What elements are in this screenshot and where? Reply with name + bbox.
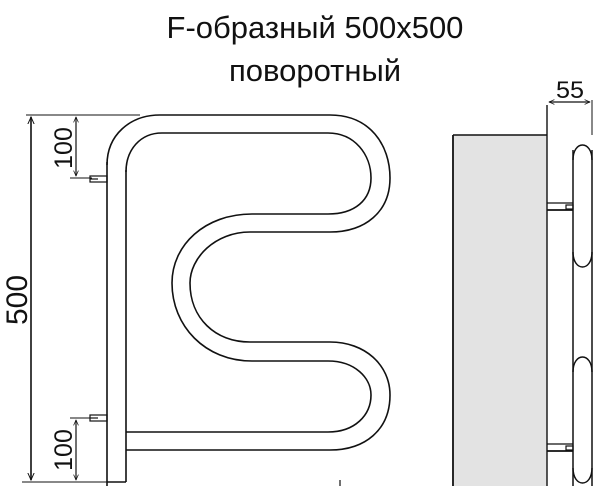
- dimension-label-500: 500: [1, 275, 34, 325]
- side-pipe: [572, 144, 593, 486]
- vertical-post: [106, 162, 127, 486]
- side-mount-bottom: [547, 443, 574, 452]
- top-mount-bracket: [89, 175, 108, 183]
- side-view: 55: [452, 77, 593, 486]
- dimension-label-top-100: 100: [50, 127, 78, 169]
- front-view: [89, 114, 391, 486]
- dimension-label-55: 55: [556, 77, 584, 104]
- dimension-label-bottom-100: 100: [50, 429, 78, 471]
- wall: [454, 135, 547, 486]
- bottom-mount-bracket: [89, 414, 108, 422]
- front-dimensions: [22, 114, 140, 483]
- serpentine-pipe-outer: [106, 114, 391, 451]
- side-mount-top: [547, 202, 574, 211]
- drawing-subtitle: поворотный: [228, 53, 402, 88]
- drawing-title: F-образный 500x500: [166, 10, 464, 45]
- serpentine-pipe-inner: [125, 132, 372, 433]
